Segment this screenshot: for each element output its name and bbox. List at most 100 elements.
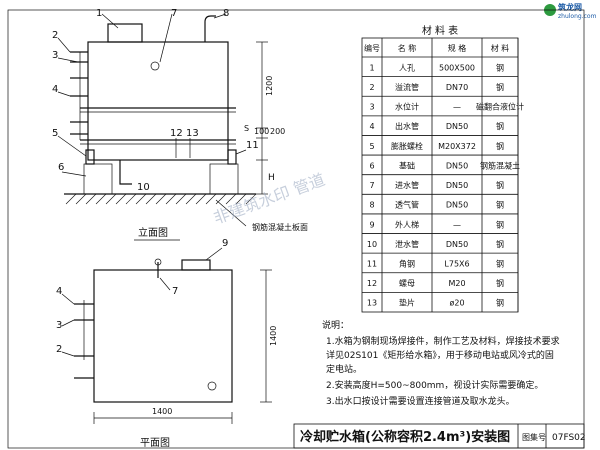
title-block: 冷却贮水箱(公称容积2.4m³)安装图 图集号 07FS02 [293, 423, 586, 449]
table-cell-spec: M20 [448, 279, 465, 288]
table-cell-spec: 500X500 [439, 63, 475, 72]
table-cell-material: 钢 [496, 141, 504, 151]
table-cell-spec: — [453, 103, 461, 112]
dim-h: H [268, 173, 275, 183]
table-header-spec: 规 格 [448, 43, 467, 53]
atlas-label: 图集号 [522, 432, 546, 442]
table-cell-spec: DN50 [446, 181, 468, 190]
note-line: 3.出水口按设计需要设置连接管道及取水龙头。 [326, 395, 515, 407]
dim-200: 200 [270, 127, 285, 136]
tank-body-front [87, 41, 229, 161]
vent-pipe [204, 15, 216, 42]
plan-callout-2: 2 [56, 344, 62, 355]
table-cell-spec: DN50 [446, 240, 468, 249]
table-cell-material: 钢 [496, 121, 504, 131]
note-line: 1.水箱为钢制现场焊接件，制作工艺及材料，焊接技术要求 [326, 335, 560, 347]
table-cell-name: 角钢 [399, 258, 415, 268]
note-line: 定电站。 [326, 363, 362, 375]
callout-5: 5 [52, 128, 58, 139]
table-cell-spec: L75X6 [444, 259, 469, 268]
table-cell-material: 钢 [496, 200, 504, 210]
manhole-front [107, 23, 143, 43]
logo-name: 筑龙网 [558, 3, 582, 12]
plan-view: 1400 1400 9 7 4 3 2 平面图 [56, 238, 278, 449]
dim-height: 1200 [265, 76, 274, 96]
table-cell-name: 溢流管 [395, 82, 419, 92]
table-header-name: 名 称 [398, 43, 417, 53]
drawing-title: 冷却贮水箱(公称容积2.4m³)安装图 [300, 429, 510, 445]
callout-13: 13 [186, 128, 199, 139]
table-cell-no: 2 [369, 83, 374, 92]
materials-table: 材 料 表 编号 名 称 规 格 材 料 1 人孔 500X500 钢 2 溢流管 DN70… [361, 24, 524, 313]
dim-100: 100 [254, 127, 269, 136]
table-cell-no: 3 [369, 103, 374, 112]
note-line: 2.安装高度H=500~800mm，视设计实际需要确定。 [326, 379, 543, 391]
callout-2: 2 [52, 30, 58, 41]
table-cell-material: 钢 [496, 258, 504, 268]
table-cell-no: 7 [369, 181, 374, 190]
atlas-code: 07FS02 [552, 433, 586, 443]
table-cell-no: 5 [369, 142, 374, 151]
plan-depth-dim: 1400 [269, 326, 278, 346]
table-cell-name: 基础 [399, 160, 415, 170]
table-cell-no: 6 [369, 161, 374, 170]
callout-8: 8 [223, 8, 229, 19]
ground-hatch [65, 193, 257, 205]
table-cell-name: 出水管 [395, 121, 419, 131]
table-cell-no: 4 [369, 122, 374, 131]
table-cell-material: 钢 [496, 278, 504, 288]
table-cell-no: 11 [367, 259, 377, 268]
callout-3: 3 [52, 50, 58, 61]
table-cell-material: 磁翻合液位计 [476, 102, 524, 112]
table-cell-spec: M20X372 [438, 142, 476, 151]
callout-4: 4 [52, 84, 58, 95]
table-cell-spec: DN50 [446, 122, 468, 131]
table-header-material: 材 料 [491, 43, 510, 53]
table-cell-name: 人孔 [399, 63, 415, 72]
table-cell-name: 透气管 [395, 200, 419, 210]
table-cell-no: 13 [367, 299, 377, 308]
table-cell-no: 8 [369, 201, 374, 210]
dim-s100: S [244, 124, 249, 133]
table-cell-material: 钢 [496, 219, 504, 229]
table-cell-no: 10 [367, 240, 377, 249]
table-cell-spec: — [453, 220, 461, 229]
table-cell-material: 钢 [496, 82, 504, 92]
plan-callout-7: 7 [172, 286, 178, 297]
table-cell-material: 钢 [496, 298, 504, 308]
callout-1: 1 [96, 8, 102, 19]
table-cell-no: 12 [367, 279, 377, 288]
table-cell-material: 钢 [496, 239, 504, 249]
table-cell-no: 9 [369, 220, 374, 229]
table-cell-material: 钢筋混凝土 [480, 160, 520, 170]
table-cell-spec: ø20 [449, 299, 464, 308]
front-view: 1200 H S 100 200 1 7 8 2 3 4 5 12 13 11 … [52, 8, 308, 241]
tank-body-plan [93, 269, 233, 403]
callout-6: 6 [58, 162, 64, 173]
table-cell-name: 进水管 [395, 180, 419, 190]
table-cell-name: 膨胀螺栓 [391, 141, 423, 151]
table-cell-spec: DN70 [446, 83, 468, 92]
notes-heading: 说明： [322, 319, 349, 331]
table-cell-no: 1 [369, 63, 374, 72]
callout-7: 7 [171, 8, 177, 19]
plan-width-dim: 1400 [152, 407, 172, 416]
front-view-caption: 立面图 [138, 226, 168, 239]
table-cell-material: 钢 [496, 180, 504, 190]
callout-10: 10 [137, 182, 150, 193]
table-cell-name: 螺母 [399, 278, 415, 288]
plan-view-caption: 平面图 [140, 437, 170, 449]
table-cell-name: 外人梯 [395, 219, 419, 229]
table-header-no: 编号 [364, 43, 380, 53]
table-cell-name: 垫片 [399, 298, 415, 308]
plan-callout-9: 9 [222, 238, 228, 249]
logo-url: zhulong.com [558, 13, 597, 20]
callout-11: 11 [246, 140, 259, 151]
table-cell-spec: DN50 [446, 201, 468, 210]
notes-block: 说明： 1.水箱为钢制现场焊接件，制作工艺及材料，焊接技术要求 详见02S101… [322, 319, 560, 407]
materials-title: 材 料 表 [422, 24, 458, 37]
note-line: 详见02S101《矩形给水箱》，用于移动电站或风冷式的固 [326, 349, 554, 361]
table-cell-spec: DN50 [446, 161, 468, 170]
slab-note: 钢筋混凝土板面 [252, 222, 308, 232]
